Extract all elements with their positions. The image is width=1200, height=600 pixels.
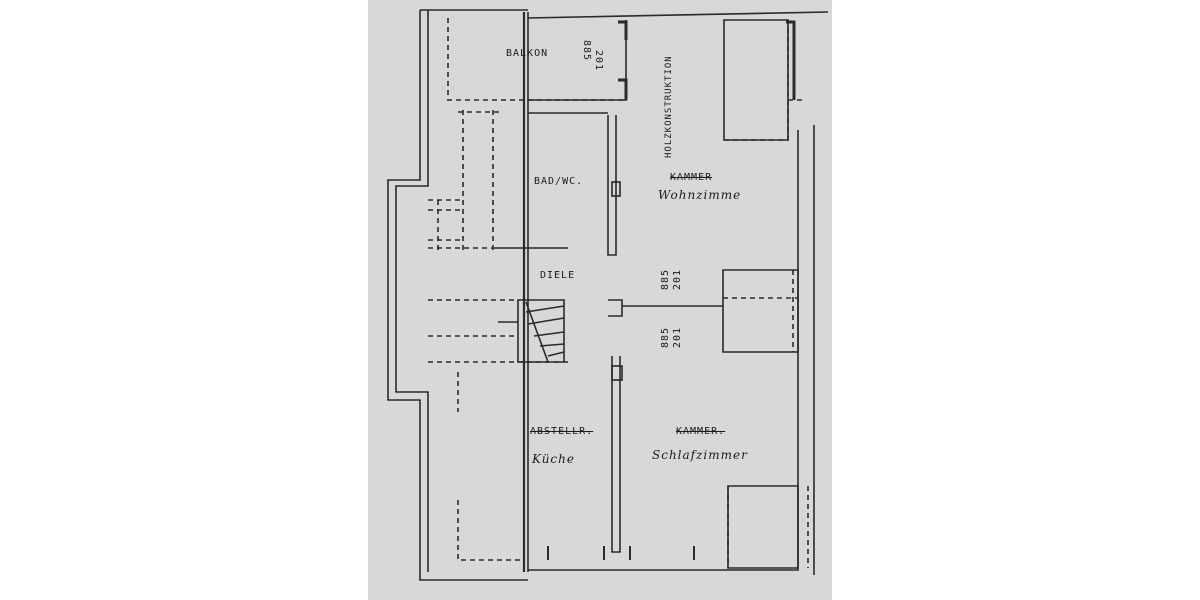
- dimension-balkon-width: 201: [593, 50, 604, 72]
- room-label-abstellr: ABSTELLR.: [530, 426, 594, 437]
- bottom-door-marks: [547, 546, 695, 560]
- top-wall: [420, 9, 829, 19]
- balkon-inner: [528, 20, 627, 101]
- dimension-balkon-height: 885: [581, 40, 592, 62]
- outer-wall-left-inner: [395, 10, 429, 572]
- room-label-kueche: Küche: [532, 452, 575, 466]
- room-label-holzkonstruktion: HOLZKONSTRUKTION: [664, 55, 674, 158]
- kammer-top-closet-dashes: [724, 20, 802, 141]
- room-label-kammer-bottom: KAMMER.: [676, 426, 726, 437]
- room-label-bad-wc: BAD/WC.: [534, 176, 584, 187]
- diele-dashes: [428, 299, 568, 363]
- chimney-top: [611, 181, 621, 197]
- floor-plan-sheet: BALKON 885 201 HOLZKONSTRUKTION BAD/WC. …: [368, 0, 832, 600]
- floor-plan-drawing: [387, 9, 829, 581]
- bath-left-dashes: [428, 199, 493, 250]
- bath-wall-right: [607, 115, 617, 256]
- mid-right-box-dashes: [723, 270, 798, 352]
- outer-wall-left: [387, 10, 528, 581]
- room-label-kammer-top: KAMMER: [670, 172, 713, 183]
- dimension-mid-width-2: 201: [672, 326, 683, 348]
- lower-right-box: [727, 485, 799, 569]
- chimney-bottom: [611, 365, 623, 381]
- balkon-window: [618, 20, 628, 100]
- room-label-wohnzimmer: Wohnzimme: [658, 188, 742, 202]
- mid-right-box: [722, 269, 799, 353]
- kueche-partition: [611, 356, 621, 553]
- room-label-balkon: BALKON: [506, 48, 549, 59]
- dimension-mid-height-1: 885: [660, 268, 671, 290]
- lower-right-box-dashes: [727, 486, 809, 568]
- kammer-top-closet: [723, 19, 789, 141]
- stair-winders: [525, 301, 565, 363]
- kammer-top-wall-dark: [786, 20, 796, 100]
- bath-inner-dashes: [458, 110, 500, 250]
- dimension-mid-height-2: 885: [660, 326, 671, 348]
- diele-right-wall: [608, 299, 723, 317]
- kueche-dashes: [457, 372, 524, 561]
- room-label-schlafzimmer: Schlafzimmer: [652, 448, 748, 462]
- dimension-mid-width-1: 201: [672, 268, 683, 290]
- room-label-diele: DIELE: [540, 270, 576, 281]
